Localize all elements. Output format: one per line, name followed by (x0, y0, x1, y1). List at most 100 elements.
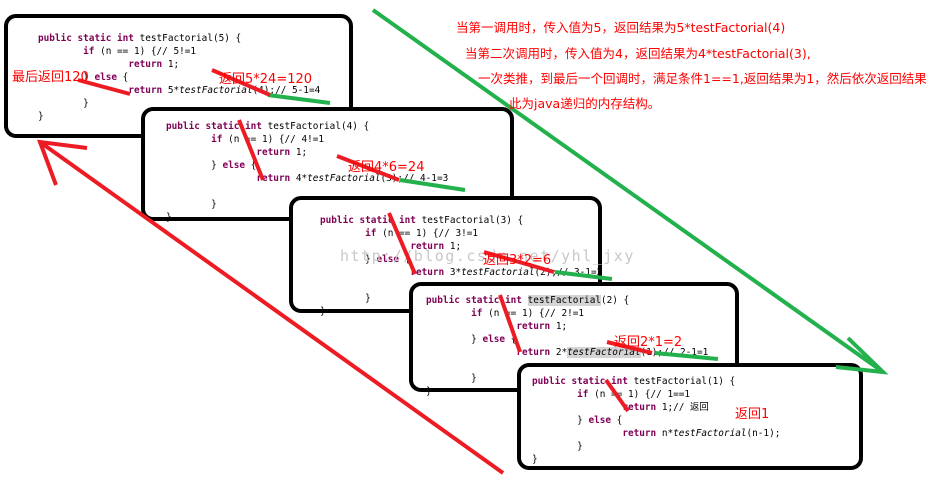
code-text: (4);// 5-1=4 (252, 85, 321, 96)
code-text: 1; (290, 147, 308, 158)
code-keyword: public static int (166, 121, 262, 132)
code-text: } (211, 199, 217, 210)
code-text: testFactorial(3) { (415, 215, 524, 226)
annotation-return-5: 返回5*24=120 (219, 72, 313, 87)
highlighted-method-name: testFactorial (527, 295, 601, 306)
code-keyword: return (256, 147, 291, 158)
code-keyword: public static int (532, 376, 628, 387)
code-text: (n == 1) {// 2!=1 (482, 308, 585, 319)
code-keyword: return (516, 347, 551, 358)
code-text: n* (656, 428, 674, 439)
code-text: } (426, 386, 432, 397)
recursion-call-arrow (371, 8, 885, 374)
code-keyword: return (128, 85, 163, 96)
return-marker (606, 340, 653, 355)
return-marker (604, 378, 630, 413)
arrowhead-icon (36, 139, 88, 186)
code-keyword: return (622, 402, 657, 413)
code-text: { (245, 160, 257, 171)
code-keyword: return (516, 321, 551, 332)
code-text: 3* (444, 267, 462, 278)
return-marker (237, 119, 265, 181)
code-text: (n == 1) {// 3!=1 (376, 228, 479, 239)
code-text: testFactorial(4) { (261, 121, 370, 132)
call-connector (554, 270, 613, 281)
code-call: testFactorial (461, 267, 535, 278)
code-text: { (611, 415, 623, 426)
code-call: testFactorial (673, 428, 747, 439)
recursion-return-arrow (38, 140, 505, 475)
note-line-2: 当第二次调用时，传入值为4，返回结果为4*testFactorial(3), (465, 46, 811, 61)
code-keyword: return (128, 59, 163, 70)
code-keyword: if (211, 134, 223, 145)
code-keyword: if (365, 228, 377, 239)
code-keyword: return (622, 428, 657, 439)
code-text: } (320, 306, 326, 317)
code-keyword: return (410, 267, 445, 278)
code-text: testFactorial(1) { (627, 376, 736, 387)
annotation-return-3: 返回3*2=6 (483, 253, 552, 268)
code-text: } (577, 441, 583, 452)
code-text: 5* (162, 85, 180, 96)
return-marker (336, 154, 400, 182)
code-keyword: public static int (320, 215, 416, 226)
note-line-1: 当第一调用时，传入值为5，返回结果为5*testFactorial(4) (456, 20, 786, 35)
code-keyword: if (471, 308, 483, 319)
code-text: (n == 1) {// 5!=1 (94, 46, 197, 57)
code-text: } (211, 160, 223, 171)
code-text: } (38, 111, 44, 122)
code-text: 1; (550, 321, 568, 332)
note-line-3: 一次类推，到最后一个回调时，满足条件1==1,返回结果为1，然后依次返回结果 (478, 71, 927, 86)
code-keyword: if (577, 389, 589, 400)
return-marker (211, 68, 271, 97)
highlighted-call: testFactorial (567, 347, 641, 358)
code-text: (2) { (600, 295, 630, 306)
note-line-4: 此为java递归的内存结构。 (509, 96, 661, 111)
code-text: } (365, 254, 377, 265)
code-text: } (83, 98, 89, 109)
code-block-5: public static int testFactorial(5) { if … (38, 32, 320, 123)
call-connector (399, 178, 466, 192)
code-keyword: return (256, 173, 291, 184)
code-keyword: else (222, 160, 246, 171)
code-text: } (365, 293, 371, 304)
code-call: testFactorial (179, 85, 253, 96)
annotation-return-1: 返回1 (735, 407, 770, 422)
code-keyword: public static int (38, 33, 134, 44)
code-text: } (532, 454, 538, 465)
code-text: 1;// 返回 (656, 402, 709, 413)
code-call: testFactorial (307, 173, 381, 184)
code-text: } (471, 373, 477, 384)
code-text: } (166, 212, 172, 223)
annotation-return-4: 返回4*6=24 (348, 160, 425, 175)
code-block-1: public static int testFactorial(1) { if … (532, 375, 780, 466)
code-text: 1; (444, 241, 462, 252)
return-marker (387, 212, 417, 275)
code-text: 4* (290, 173, 308, 184)
annotation-return-2: 返回2*1=2 (614, 335, 683, 350)
code-keyword: else (482, 334, 506, 345)
return-marker (498, 294, 522, 353)
call-connector (267, 93, 331, 105)
arrowhead-icon (835, 336, 889, 375)
code-text: } (577, 415, 589, 426)
return-marker (483, 250, 555, 274)
code-keyword: else (588, 415, 612, 426)
code-keyword: return (410, 241, 445, 252)
code-text: } (471, 334, 483, 345)
annotation-final-return: 最后返回120 (12, 70, 89, 85)
code-text: (n-1); (746, 428, 781, 439)
code-text: 2* (550, 347, 568, 358)
code-text: (n == 1) {// 4!=1 (222, 134, 325, 145)
code-keyword: else (376, 254, 400, 265)
code-text: { (117, 72, 129, 83)
return-marker (77, 78, 131, 96)
code-text: } (83, 72, 95, 83)
watermark: http://blog.csdn.net/yhl_jxy (340, 247, 635, 265)
code-keyword: public static int (426, 295, 522, 306)
code-keyword: if (83, 46, 95, 57)
code-text: 1; (162, 59, 180, 70)
code-keyword: else (94, 72, 118, 83)
call-connector (654, 351, 719, 361)
